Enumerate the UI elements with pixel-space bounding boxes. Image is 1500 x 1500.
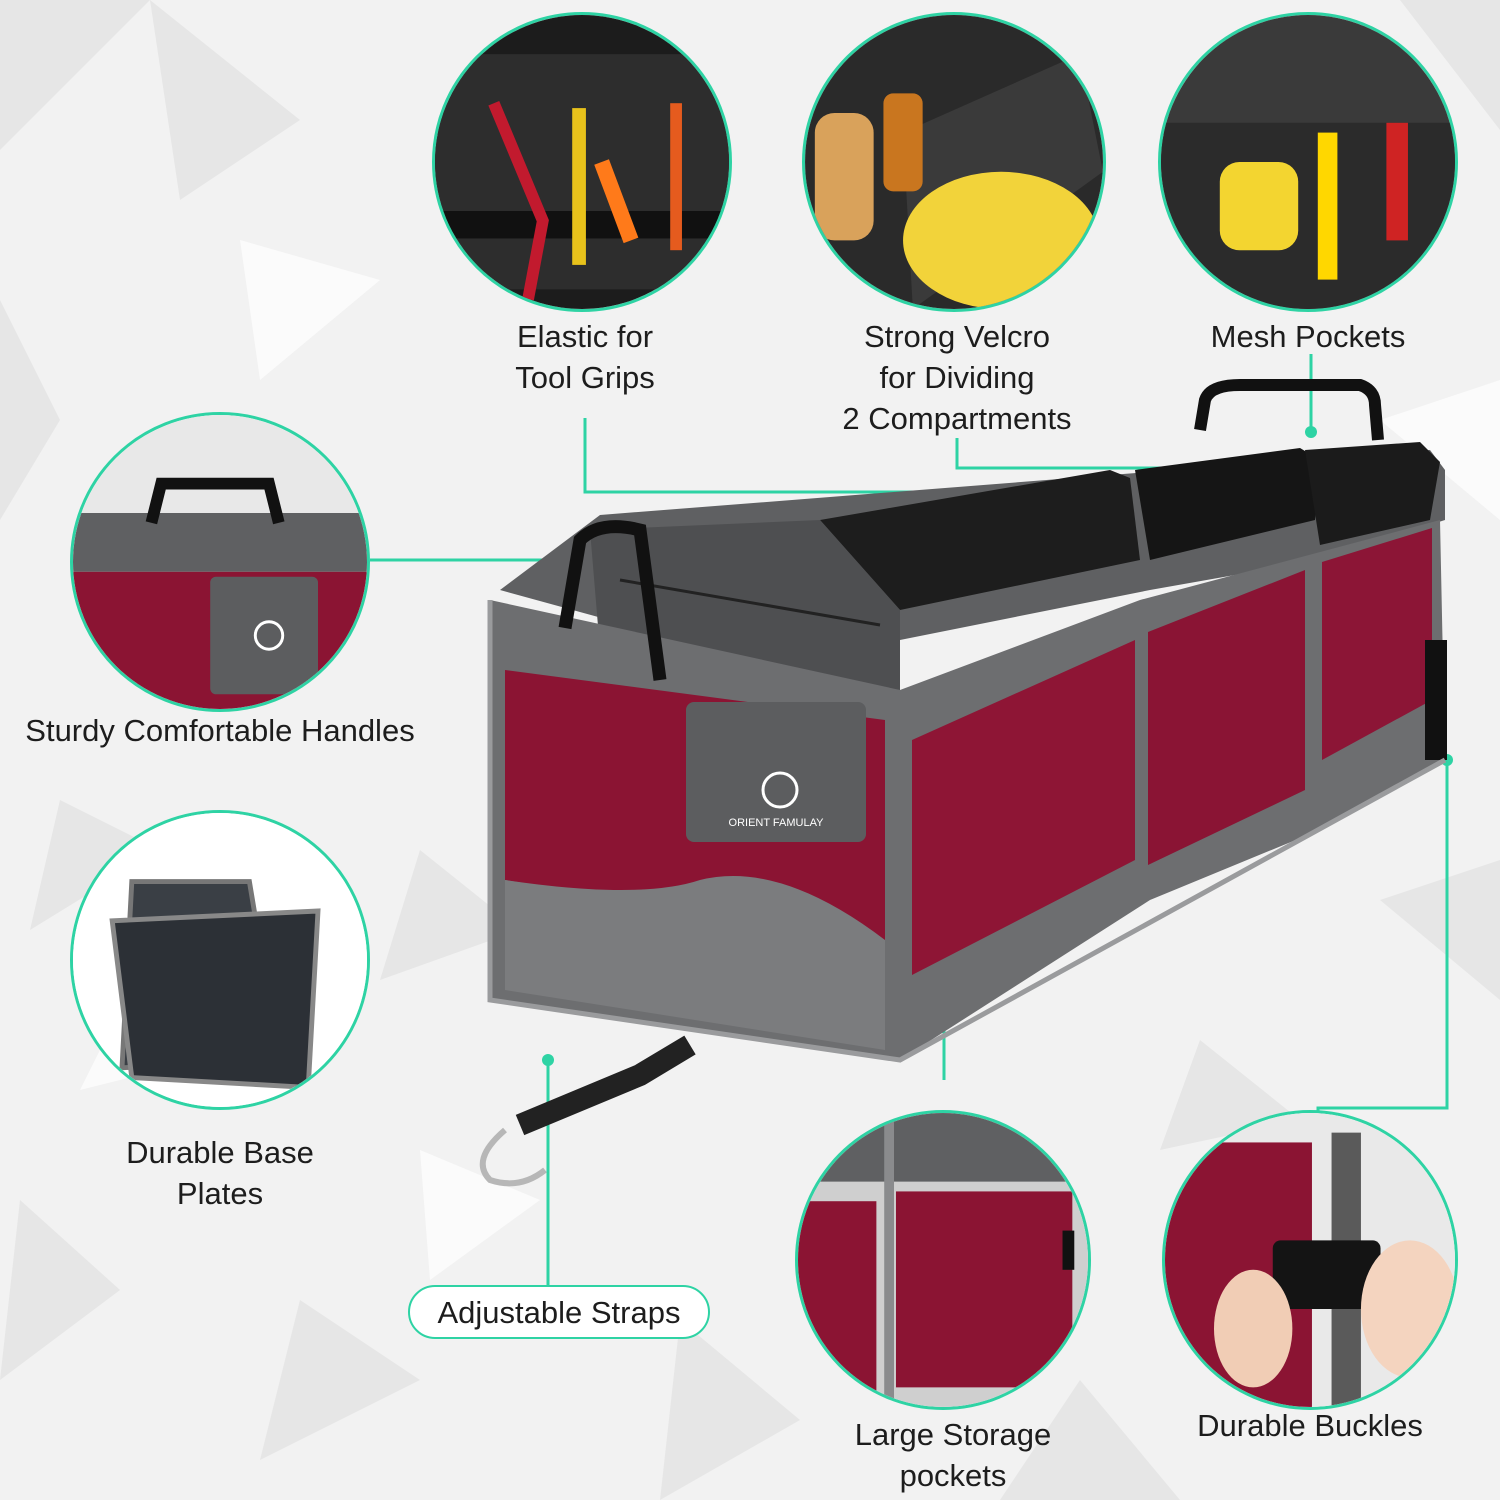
label-buckles: Durable Buckles	[1180, 1405, 1440, 1446]
label-handles: Sturdy Comfortable Handles	[0, 710, 440, 751]
compartment-opening-2	[1135, 448, 1320, 560]
label-handles-text: Sturdy Comfortable Handles	[25, 713, 415, 748]
detail-circle-velcro	[802, 12, 1106, 312]
label-base-plates: Durable Base Plates	[110, 1132, 330, 1214]
detail-circle-handles	[70, 412, 370, 712]
straps-pill	[408, 1285, 710, 1339]
label-tool-grips: Elastic for Tool Grips	[480, 316, 690, 398]
side-strap	[1425, 640, 1447, 760]
detail-circle-mesh-pockets	[1158, 12, 1458, 312]
brand-logo-icon	[761, 771, 799, 809]
label-mesh-pockets: Mesh Pockets	[1188, 316, 1428, 357]
hook-icon	[479, 1127, 547, 1187]
adjustable-strap	[515, 1035, 696, 1136]
compartment-opening-1	[820, 470, 1140, 610]
label-straps: Adjustable Straps	[408, 1292, 710, 1333]
label-buckles-text: Durable Buckles	[1197, 1408, 1423, 1443]
detail-circle-buckles	[1162, 1110, 1458, 1410]
label-storage-pockets: Large Storage pockets	[825, 1414, 1081, 1496]
front-handle	[558, 520, 667, 681]
rear-handle	[1194, 379, 1384, 441]
label-tool-grips-text: Elastic for Tool Grips	[515, 319, 655, 395]
brand-logo-text: ORIENT FAMULAY	[729, 817, 825, 829]
detail-circle-storage-pockets	[795, 1110, 1091, 1410]
detail-circle-base-plates	[70, 810, 370, 1110]
label-velcro: Strong Velcro for Dividing 2 Compartment…	[822, 316, 1092, 439]
label-mesh-pockets-text: Mesh Pockets	[1210, 319, 1406, 354]
label-base-plates-text: Durable Base Plates	[126, 1135, 314, 1211]
compartment-opening-3	[1305, 442, 1440, 545]
label-storage-pockets-text: Large Storage pockets	[854, 1417, 1052, 1493]
label-straps-text: Adjustable Straps	[437, 1295, 681, 1330]
label-velcro-text: Strong Velcro for Dividing 2 Compartment…	[842, 319, 1072, 436]
detail-circle-tool-grips	[432, 12, 732, 312]
